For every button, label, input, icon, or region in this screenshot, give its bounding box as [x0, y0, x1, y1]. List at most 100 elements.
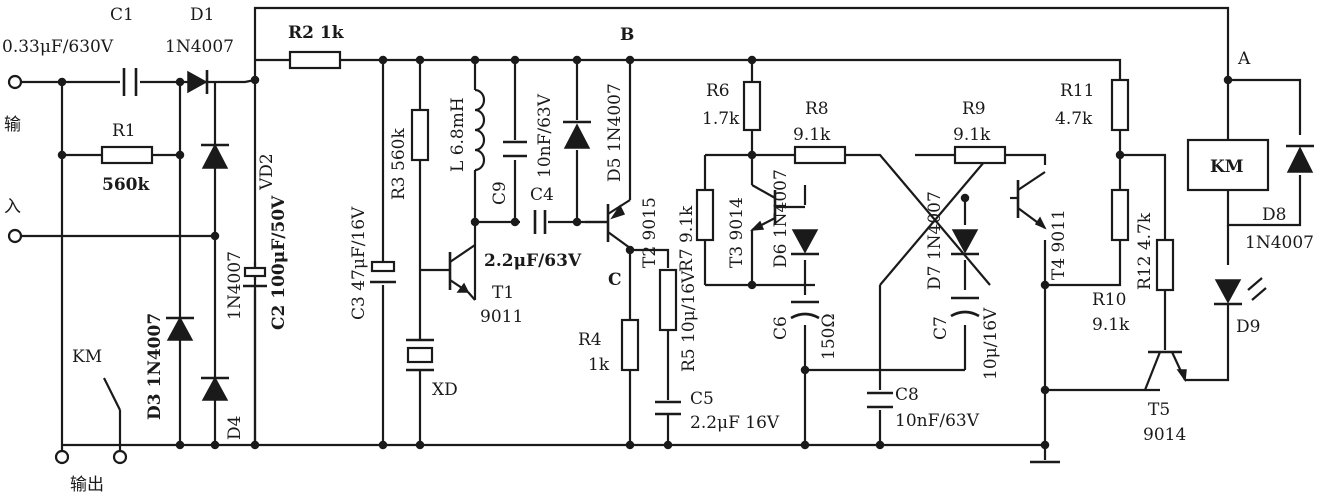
- label-r6-value: 1.7k: [702, 109, 740, 129]
- label-r6-name: R6: [706, 81, 730, 101]
- label-c6-value: 150Ω: [819, 313, 839, 360]
- capacitor-c6: [790, 300, 820, 320]
- label-input-2: 入: [4, 197, 21, 217]
- label-r4-name: R4: [578, 330, 602, 350]
- resistor-r8: [793, 145, 847, 165]
- label-c7-value: 10μ/16V: [981, 307, 1001, 380]
- label-input-1: 输: [4, 115, 21, 135]
- transistor-t1: [420, 244, 476, 301]
- label-d4-part: 1N4007: [225, 251, 245, 320]
- capacitor-c1: [122, 68, 138, 96]
- label-t3: T3 9014: [727, 197, 747, 268]
- label-r8-value: 9.1k: [793, 125, 831, 145]
- label-r8-name: R8: [805, 99, 829, 119]
- label-t1-part: 9011: [480, 307, 523, 327]
- capacitor-c4: [533, 210, 547, 234]
- label-t4: T4 9011: [1049, 209, 1069, 280]
- label-node-b: B: [620, 25, 634, 45]
- label-r9-value: 9.1k: [953, 125, 991, 145]
- label-r2: R2 1k: [288, 23, 345, 43]
- label-r10-name: R10: [1092, 290, 1126, 310]
- resistor-r1: [100, 145, 154, 165]
- resistor-r7: [695, 188, 715, 242]
- diode-d7: [951, 229, 979, 256]
- label-r4-value: 1k: [588, 355, 610, 375]
- label-t5-part: 9014: [1143, 425, 1186, 445]
- label-r1-top-name: R1: [112, 121, 136, 141]
- label-xd: XD: [432, 380, 458, 400]
- label-r12: R12 4.7k: [1135, 212, 1155, 290]
- label-c9-value: 10nF/63V: [535, 93, 555, 178]
- label-c5-value: 2.2μF 16V: [690, 413, 780, 433]
- relay-coil-km: [1186, 138, 1270, 192]
- input-terminal-bottom: [7, 228, 23, 244]
- label-d7: D7 1N4007: [925, 191, 945, 290]
- label-node-a: A: [1237, 49, 1251, 69]
- label-km-relay: KM: [1210, 157, 1244, 177]
- diode-d1: [187, 70, 209, 94]
- capacitor-c8: [867, 391, 893, 409]
- input-terminal-top: [7, 74, 23, 90]
- label-c3: C3 47μF/16V: [349, 206, 369, 320]
- label-c5: C5: [690, 389, 714, 409]
- transistor-t3: [750, 184, 805, 231]
- label-d5: D5 1N4007: [605, 83, 625, 182]
- transistor-t2: [585, 199, 631, 249]
- inductor-l: [474, 88, 486, 172]
- capacitor-c7: [950, 296, 980, 318]
- labels: C1 0.33μF/630V D1 1N4007 R2 1k B A C 输 入…: [2, 5, 1314, 495]
- label-r11-name: R11: [1060, 81, 1094, 101]
- label-c8: C8: [895, 385, 919, 405]
- capacitor-c5: [655, 400, 681, 416]
- diode-d3: [166, 316, 194, 341]
- resistor-r4: [620, 318, 640, 372]
- buzzer-xd: [406, 338, 434, 380]
- label-c2: C2 100μF/50V: [269, 195, 289, 330]
- capacitor-c3: [370, 260, 396, 284]
- label-c4: C4: [530, 185, 554, 205]
- resistor-r10: [1110, 188, 1130, 242]
- label-d3: D3 1N4007: [145, 313, 165, 420]
- resistor-r12: [1155, 238, 1175, 292]
- junctions: [57, 55, 1233, 450]
- label-t2: T2 9015: [640, 197, 660, 268]
- diode-d4: [201, 376, 229, 401]
- resistor-r6: [742, 80, 762, 132]
- label-c8-value: 10nF/63V: [895, 411, 980, 431]
- label-km-switch: KM: [72, 347, 102, 367]
- label-c7: C7: [931, 316, 951, 340]
- label-d8-name: D8: [1262, 205, 1286, 225]
- label-r10-value: 9.1k: [1092, 315, 1130, 335]
- label-t5-name: T5: [1148, 400, 1170, 420]
- label-r7: R7 9.1k: [677, 205, 697, 272]
- label-d8-part: 1N4007: [1245, 233, 1314, 253]
- label-d1-name: D1: [190, 5, 214, 25]
- capacitor-c2: [243, 266, 267, 288]
- diode-bridge-upper: [201, 143, 229, 169]
- output-terminal-right: [112, 449, 128, 465]
- diode-d6: [791, 229, 819, 256]
- label-r11-value: 4.7k: [1055, 109, 1093, 129]
- resistor-r11: [1110, 78, 1130, 132]
- diode-d8: [1286, 144, 1314, 173]
- resistor-r9: [953, 145, 1007, 165]
- label-c4-value: 2.2μF/63V: [484, 251, 582, 271]
- label-c1-name: C1: [110, 5, 134, 25]
- label-r5: R5 10μ/16V: [679, 270, 699, 372]
- label-output: 输出: [70, 475, 104, 495]
- led-d9: [1214, 277, 1267, 306]
- label-vd2: VD2: [257, 153, 277, 191]
- output-terminal-left: [54, 449, 70, 465]
- transistor-t5: [1143, 350, 1187, 391]
- label-d1-part: 1N4007: [165, 37, 234, 57]
- label-c1-value: 0.33μF/630V: [2, 37, 114, 57]
- label-r9-name: R9: [962, 99, 986, 119]
- label-c6: C6: [771, 316, 791, 340]
- label-node-c: C: [608, 270, 622, 290]
- resistor-r3: [410, 108, 430, 162]
- diode-d5: [563, 120, 591, 149]
- label-r3: R3 560k: [389, 128, 409, 200]
- label-d9: D9: [1236, 317, 1260, 337]
- label-d4-name: D4: [225, 416, 245, 440]
